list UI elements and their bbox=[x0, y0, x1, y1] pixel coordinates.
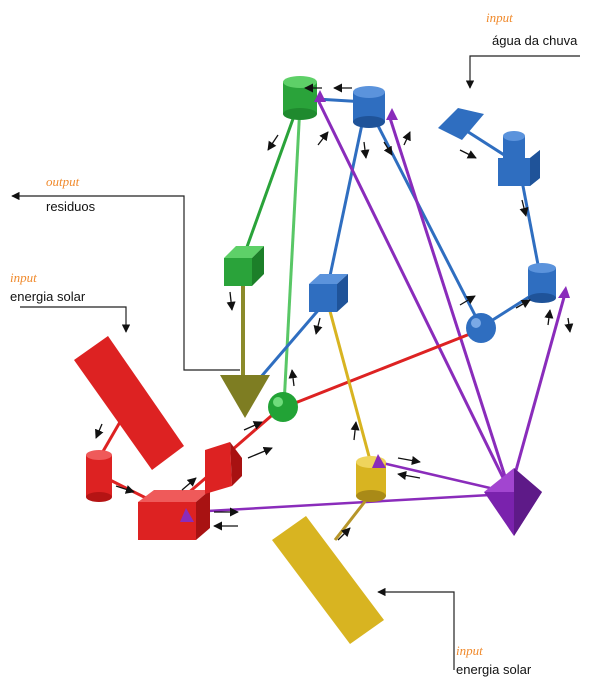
blue-sheet-node bbox=[438, 108, 484, 140]
green-sphere-node bbox=[268, 392, 298, 422]
red-wedge-node bbox=[205, 442, 242, 494]
nodes bbox=[74, 76, 570, 644]
link-green-sphere-blue-sphere bbox=[289, 328, 481, 407]
annotation-kind: input bbox=[10, 270, 37, 285]
annotation-waste: output residuos bbox=[46, 174, 96, 214]
annotation-rain: input água da chuva bbox=[486, 10, 578, 48]
link-green-top-green-sphere bbox=[282, 104, 302, 406]
red-cylinder-node bbox=[86, 450, 112, 502]
flow-arrows bbox=[95, 83, 574, 541]
annotation-solar-left: input energia solar bbox=[10, 270, 86, 304]
purple-prism-node bbox=[484, 468, 542, 536]
blue-cylinder-cube-node bbox=[498, 131, 540, 186]
annotation-text: água da chuva bbox=[492, 33, 578, 48]
link-purple-prism-blue-cyl bbox=[508, 289, 568, 493]
guide-solar-left bbox=[20, 306, 131, 333]
red-box-node bbox=[138, 490, 210, 540]
purple-arrowhead-blue bbox=[386, 108, 398, 120]
annotation-kind: input bbox=[486, 10, 513, 25]
blue-sphere-node bbox=[466, 313, 496, 343]
annotation-kind: output bbox=[46, 174, 80, 189]
red-panel-node bbox=[74, 336, 184, 470]
link-purple-prism-red-box bbox=[189, 493, 491, 514]
link-green-top-green-cube bbox=[241, 104, 300, 259]
blue-cylinder-right-node bbox=[528, 263, 556, 303]
green-cylinder-node bbox=[283, 76, 317, 120]
annotation-text: energia solar bbox=[456, 662, 532, 677]
blue-cube-node bbox=[309, 274, 348, 312]
olive-cone-node bbox=[220, 375, 270, 418]
guide-rain bbox=[465, 55, 580, 89]
purple-marker-red-box bbox=[180, 508, 194, 522]
annotation-guides bbox=[11, 55, 580, 670]
yellow-panel-node bbox=[272, 516, 384, 644]
green-cube-node bbox=[224, 246, 264, 286]
guide-solar-bottom bbox=[377, 587, 455, 670]
annotation-kind: input bbox=[456, 643, 483, 658]
annotation-solar-bottom: input energia solar bbox=[456, 643, 532, 677]
link-red-wedge-green-sphere bbox=[231, 408, 279, 452]
link-blue-top-blue-cube bbox=[325, 109, 367, 291]
link-blue-cube-yellow-cyl bbox=[325, 299, 372, 461]
annotation-text: energia solar bbox=[10, 289, 86, 304]
guide-waste bbox=[11, 191, 240, 371]
link-purple-prism-green-top bbox=[316, 99, 512, 493]
link-purple-prism-yellow-cyl bbox=[377, 460, 491, 490]
link-blue-top-blue-sphere bbox=[368, 109, 482, 326]
purple-marker-yellow-cylinder bbox=[372, 454, 386, 468]
link-purple-prism-blue-top bbox=[388, 117, 512, 493]
link-yellow-cyl-yellow-panel bbox=[333, 494, 372, 541]
annotation-text: residuos bbox=[46, 199, 96, 214]
blue-cylinder-top-node bbox=[353, 86, 385, 128]
purple-arrowhead-green bbox=[314, 90, 326, 102]
purple-arrowhead-right bbox=[558, 286, 570, 298]
connections bbox=[96, 96, 568, 541]
